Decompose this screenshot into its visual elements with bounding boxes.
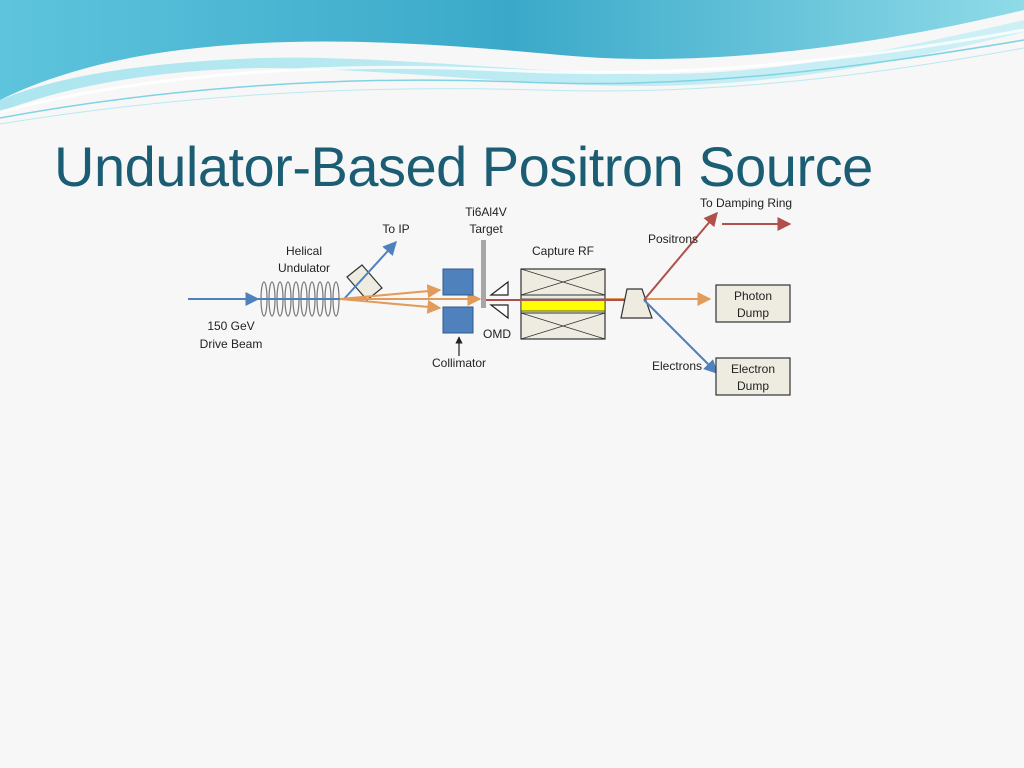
header-wave-banner — [0, 0, 1024, 125]
target-label-line1: Ti6Al4V — [465, 205, 507, 219]
capture-rf-label: Capture RF — [532, 244, 594, 258]
omd-label: OMD — [483, 327, 511, 341]
helical-label-line1: Helical — [286, 244, 322, 258]
to-ip-label: To IP — [382, 222, 409, 236]
photon-dump-line1: Photon — [734, 289, 772, 303]
collimator-upper — [442, 268, 474, 296]
to-ip-arrow — [343, 240, 397, 300]
positron-beam-arrow — [643, 211, 718, 301]
omd-upper — [489, 280, 509, 296]
helical-label-line2: Undulator — [278, 261, 330, 275]
photon-dump-line2: Dump — [737, 306, 769, 320]
separator-magnet — [620, 288, 653, 319]
helical-undulator — [258, 281, 344, 317]
drive-beam-line2: Drive Beam — [200, 337, 263, 351]
to-damping-ring-label: To Damping Ring — [700, 196, 792, 210]
collimator-lower — [442, 306, 474, 334]
dipole-magnet — [346, 264, 383, 301]
electron-beam-arrow — [643, 299, 718, 374]
target — [481, 240, 486, 308]
positrons-label: Positrons — [648, 232, 698, 246]
electron-dump-line2: Dump — [737, 379, 769, 393]
electron-dump-line1: Electron — [731, 362, 775, 376]
electrons-label: Electrons — [652, 359, 702, 373]
collimator-label: Collimator — [432, 356, 486, 370]
drive-beam-line1: 150 GeV — [207, 319, 254, 333]
slide-title: Undulator-Based Positron Source — [54, 135, 873, 198]
omd-lower — [489, 304, 509, 320]
electron-dump-box — [715, 357, 791, 396]
target-label-line2: Target — [469, 222, 503, 236]
capture-rf — [520, 268, 606, 340]
photon-dump-box — [715, 284, 791, 323]
